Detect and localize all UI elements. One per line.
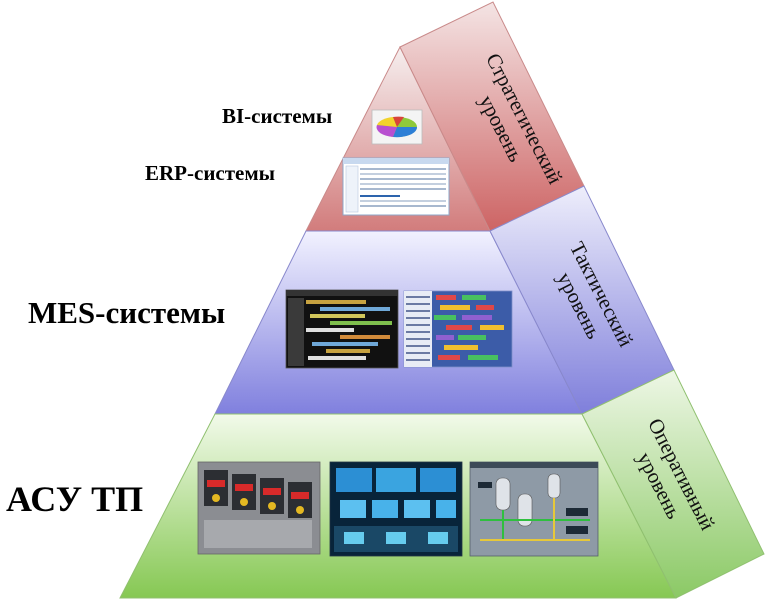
asu-tp-label: АСУ ТП <box>6 479 144 519</box>
erp-window-screenshot-icon <box>342 157 450 216</box>
gantt-screenshot-icon <box>285 289 399 369</box>
operational-side-face <box>581 369 765 599</box>
mes-systems-label: MES-системы <box>28 295 226 330</box>
erp-systems-label: ERP-системы <box>145 161 276 185</box>
pie-chart-screenshot-icon <box>371 109 423 145</box>
schedule-grid-screenshot-icon <box>403 290 513 368</box>
control-panel-photo-icon <box>197 461 321 555</box>
bi-systems-label: BI-системы <box>222 104 333 128</box>
scada-mimic-screenshot-icon <box>469 461 599 557</box>
control-room-photo-icon <box>329 461 463 557</box>
